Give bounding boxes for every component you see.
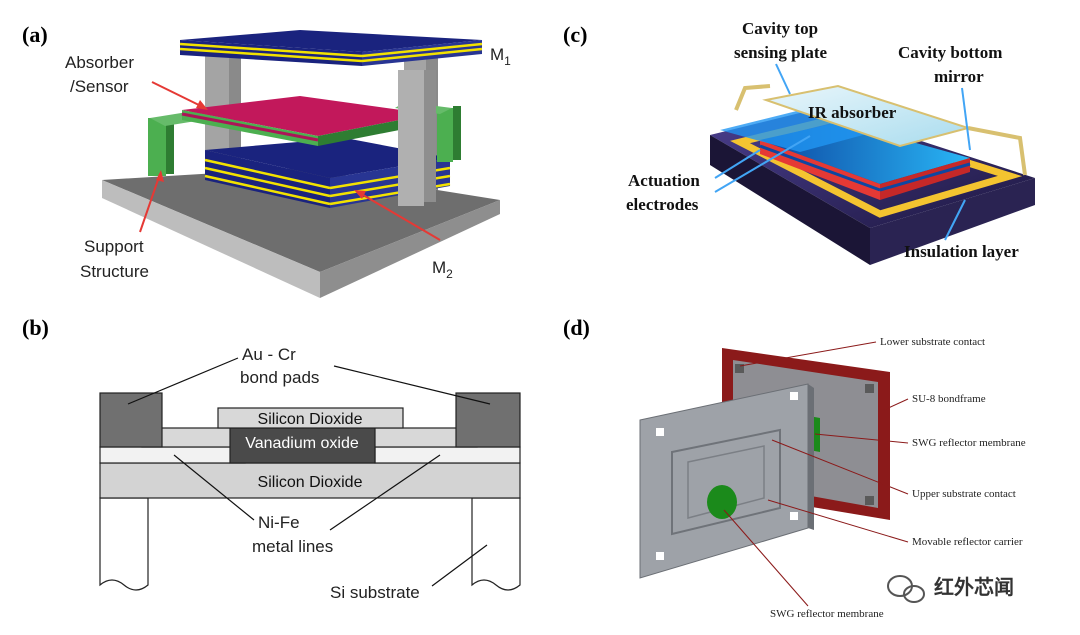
panel-c: (c) Cavity top sensing plate Cavit [563,19,1035,265]
nife-label-line1: Ni-Fe [258,513,300,532]
panel-c-letter: (c) [563,22,587,47]
panel-a-letter: (a) [22,22,48,47]
bottom-oxide-layer [99,462,521,499]
panel-a: (a) [22,22,511,298]
bond-pad-left [99,392,163,448]
si-label: Si substrate [330,583,420,602]
pillar-front-right [398,70,424,206]
support-label-line1: Support [84,237,144,256]
support-arrow [139,173,161,233]
cavity-bottom-label-line1: Cavity bottom [898,43,1002,62]
actuation-label-line1: Actuation [628,171,700,190]
si-substrate [99,497,521,591]
swg-top-label: SWG reflector membrane [912,437,1026,449]
absorber-label-line2: /Sensor [70,77,129,96]
panel-d-letter: (d) [563,315,590,340]
watermark-text: 红外芯闻 [934,575,1014,599]
m2-arrow [357,191,441,241]
nife-label-line2: metal lines [252,537,333,556]
watermark: 红外芯闻 [887,575,1014,603]
swg-bottom-label: SWG reflector membrane [770,608,884,620]
carrier-label: Movable reflector carrier [912,536,1023,548]
lower-contact-label: Lower substrate contact [880,336,985,348]
bond-pad-right [455,392,521,448]
reflector-carrier-plate [639,383,814,579]
cavity-top-label-line2: sensing plate [734,43,827,62]
m1-label: M1 [490,45,511,68]
panel-d: (d) Lower substrate contact SU-8 bondfra… [563,315,1026,620]
ir-absorber-label: IR absorber [808,103,897,122]
wechat-icon [887,575,925,603]
bond-label-line2: bond pads [240,368,319,387]
vox-layer [229,427,376,464]
actuation-label-line2: electrodes [626,195,699,214]
bond-label-line1: Au - Cr [242,345,296,364]
panel-b: (b) Silicon Dioxide Vanadium oxide Silic… [22,315,521,602]
swg-membrane-front [707,485,737,519]
vox-label: Vanadium oxide [245,435,359,452]
su8-label: SU-8 bondframe [912,393,986,405]
panel-b-letter: (b) [22,315,49,340]
absorber-label-line1: Absorber [65,53,134,72]
bottom-oxide-label: Silicon Dioxide [258,474,363,491]
upper-contact-label: Upper substrate contact [912,488,1016,500]
top-oxide-layer [217,407,404,429]
nife-line-right [374,446,521,464]
mirror-m1 [179,30,483,66]
absorber-arrow [151,81,206,109]
top-oxide-label: Silicon Dioxide [258,411,363,428]
m2-label: M2 [432,258,453,281]
nife-line-left [99,446,246,464]
absorber-plate [181,96,430,146]
insulation-label: Insulation layer [904,242,1019,261]
cavity-top-label-line1: Cavity top [742,19,818,38]
support-label-line2: Structure [80,262,149,281]
cavity-bottom-label-line2: mirror [934,67,984,86]
